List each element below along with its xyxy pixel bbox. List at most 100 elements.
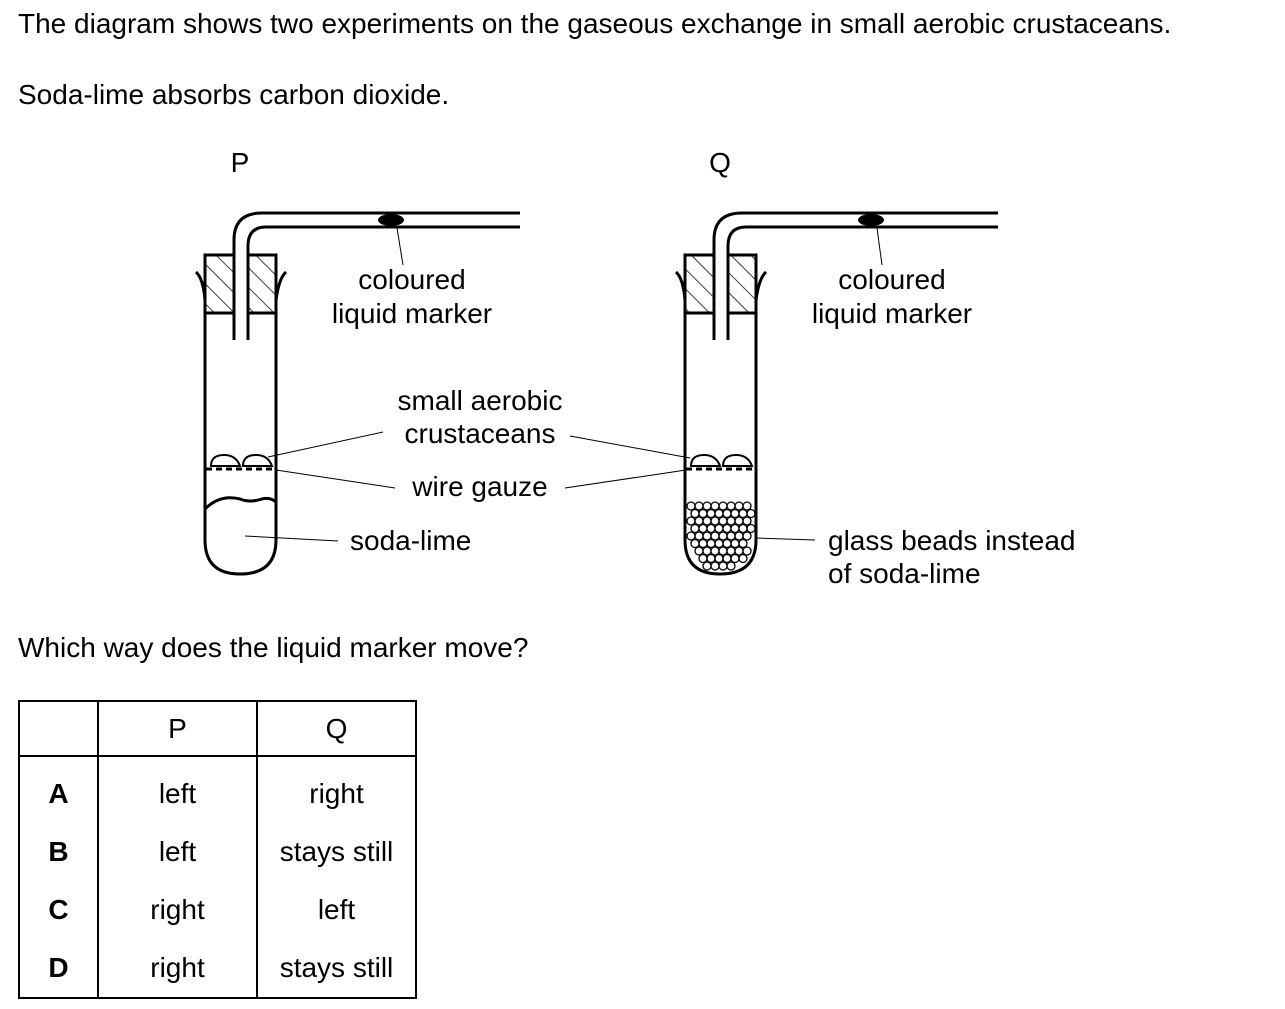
glass-bead	[738, 523, 748, 534]
marker-label-p-2: liquid marker	[332, 298, 492, 329]
glass-bead	[698, 508, 708, 519]
crustacean-icon	[689, 453, 722, 467]
marker-label-q-2: liquid marker	[812, 298, 972, 329]
option-q: stays still	[256, 939, 416, 998]
glass-bead	[722, 538, 732, 549]
glass-bead	[694, 546, 704, 556]
options-table: P Q A left right B left stays still C ri…	[18, 700, 417, 999]
glass-bead	[730, 508, 740, 519]
glass-bead	[698, 523, 708, 534]
glass-bead	[730, 553, 740, 564]
glass-bead	[686, 516, 696, 526]
glass-bead	[738, 553, 748, 564]
glass-bead	[702, 546, 712, 556]
crustacean-icon	[721, 453, 754, 467]
glass-bead	[706, 538, 716, 549]
option-letter[interactable]: A	[48, 778, 69, 809]
glass-bead	[690, 508, 700, 519]
question-note: Soda-lime absorbs carbon dioxide.	[18, 79, 450, 110]
glass-bead	[710, 561, 720, 571]
bung-left-q	[683, 253, 716, 315]
beads-label-1: glass beads instead	[828, 525, 1076, 556]
glass-bead	[742, 501, 752, 511]
glass-bead	[730, 523, 740, 534]
glass-beads	[686, 501, 756, 571]
glass-bead	[726, 531, 736, 541]
glass-bead	[722, 553, 732, 564]
experiment-diagram: P coloured liquid marker soda-lime small…	[194, 147, 1076, 589]
header-q: Q	[256, 701, 416, 757]
option-q: left	[256, 881, 416, 939]
glass-bead	[710, 546, 720, 556]
apparatus-q: Q coloured liquid marker glass beads ins…	[564, 147, 1076, 589]
glass-bead	[706, 553, 716, 564]
glass-bead	[734, 501, 744, 511]
option-p: left	[97, 823, 257, 881]
glass-bead	[718, 501, 728, 511]
glass-bead	[738, 538, 748, 549]
option-letter[interactable]: C	[48, 894, 69, 925]
table-row[interactable]: A left right	[19, 756, 416, 823]
glass-bead	[718, 546, 728, 556]
glass-bead	[710, 516, 720, 526]
apparatus-p: P coloured liquid marker soda-lime	[194, 147, 520, 576]
glass-bead	[742, 546, 752, 556]
glass-bead	[710, 531, 720, 541]
glass-bead	[690, 523, 700, 534]
option-q: right	[256, 756, 416, 823]
option-p: right	[97, 939, 257, 998]
glass-bead	[702, 516, 712, 526]
glass-bead	[726, 561, 736, 571]
glass-bead	[710, 501, 720, 511]
glass-bead	[718, 516, 728, 526]
glass-bead	[694, 516, 704, 526]
marker-label-q-1: coloured	[838, 264, 945, 295]
glass-bead	[698, 553, 708, 564]
header-blank	[19, 701, 98, 757]
glass-bead	[690, 538, 700, 549]
glass-bead	[726, 516, 736, 526]
glass-bead	[742, 516, 752, 526]
option-p: right	[97, 881, 257, 939]
soda-lime-label: soda-lime	[350, 525, 471, 556]
option-q: stays still	[256, 823, 416, 881]
apparatus-q-label: Q	[709, 147, 731, 178]
liquid-marker-p	[378, 214, 404, 226]
glass-bead	[702, 561, 712, 571]
glass-bead	[742, 531, 752, 541]
glass-bead	[738, 508, 748, 519]
glass-bead	[726, 501, 736, 511]
glass-bead	[734, 546, 744, 556]
bung-right-p	[246, 253, 278, 315]
table-row[interactable]: B left stays still	[19, 823, 416, 881]
glass-bead	[722, 508, 732, 519]
test-tube-q	[683, 313, 758, 576]
glass-bead	[746, 508, 756, 519]
option-letter[interactable]: B	[48, 836, 69, 867]
glass-bead	[714, 508, 724, 519]
glass-bead	[714, 553, 724, 564]
glass-bead	[698, 538, 708, 549]
option-p: left	[97, 756, 257, 823]
crustacean-icon	[241, 453, 274, 467]
glass-bead	[734, 531, 744, 541]
glass-bead	[686, 531, 696, 541]
crustacean-icon	[209, 453, 242, 467]
glass-bead	[706, 523, 716, 534]
glass-bead	[706, 508, 716, 519]
delivery-tube-outer	[712, 211, 998, 340]
glass-bead	[734, 516, 744, 526]
delivery-tube-inner	[246, 225, 520, 340]
table-row[interactable]: C right left	[19, 881, 416, 939]
option-letter[interactable]: D	[48, 952, 69, 983]
crustaceans-label-2: crustaceans	[405, 418, 556, 449]
glass-bead	[722, 523, 732, 534]
glass-bead	[694, 531, 704, 541]
glass-bead	[702, 531, 712, 541]
glass-bead	[730, 538, 740, 549]
glass-bead	[726, 546, 736, 556]
glass-bead	[686, 501, 696, 511]
test-tube-p	[203, 313, 278, 576]
table-header-row: P Q	[19, 701, 416, 757]
table-row[interactable]: D right stays still	[19, 939, 416, 998]
